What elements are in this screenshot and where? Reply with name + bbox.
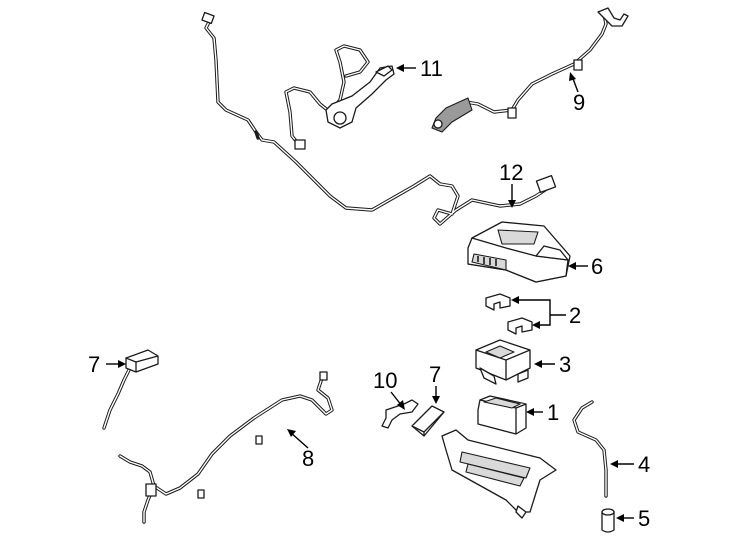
box-1: [477, 395, 527, 435]
callout-labels: 1 2 3 4 5 6 7 7 8 9 10 11 12: [88, 56, 650, 531]
callout-3: 3: [559, 352, 571, 377]
clip-7-right: [411, 405, 445, 437]
callout-2: 2: [569, 303, 581, 328]
callout-11: 11: [420, 56, 443, 81]
mounting-plate: [441, 429, 557, 519]
cable-9: [431, 7, 629, 133]
callout-7-left: 7: [88, 352, 100, 377]
hose-4: [572, 400, 608, 498]
callout-1: 1: [547, 400, 559, 425]
callout-6: 6: [591, 254, 603, 279]
sensor-11: [284, 44, 395, 150]
sensor-7-left: [102, 349, 159, 430]
callout-12: 12: [499, 160, 523, 185]
callout-5: 5: [638, 506, 650, 531]
cap-5: [601, 508, 615, 533]
bracket-10: [381, 399, 419, 429]
callout-7-right: 7: [429, 362, 441, 387]
harness-12: [201, 11, 557, 226]
callout-9: 9: [573, 90, 585, 115]
module-3: [475, 339, 531, 385]
callout-8: 8: [302, 446, 314, 471]
callout-4: 4: [638, 452, 650, 477]
harness-8: [118, 371, 334, 524]
bracket-6: [467, 221, 571, 283]
clips-2: [485, 293, 533, 335]
callout-10: 10: [373, 368, 397, 393]
leaders: [106, 64, 634, 522]
